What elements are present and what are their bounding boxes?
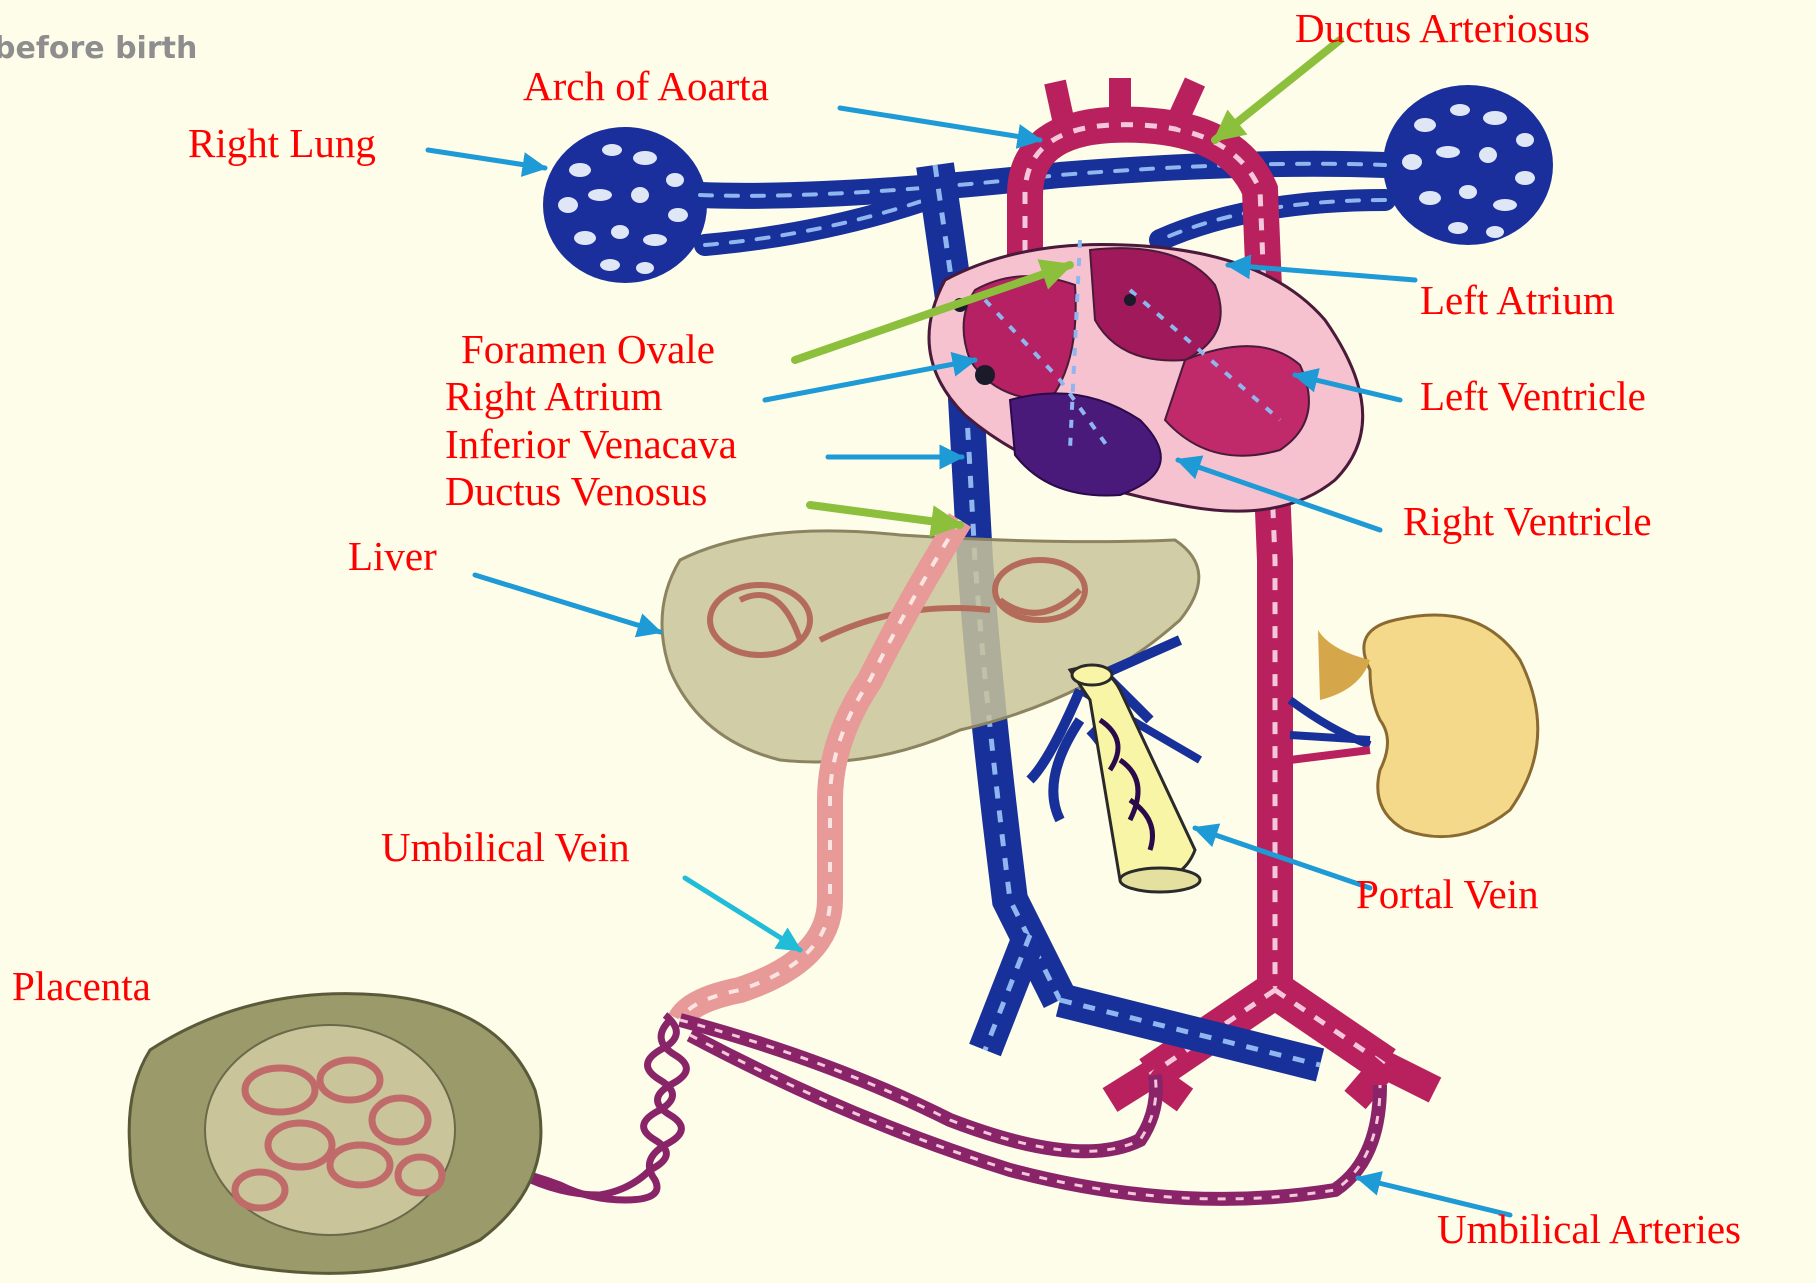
pointer-ductus-venosus: [810, 505, 960, 525]
label-right-lung: Right Lung: [188, 120, 376, 166]
label-umbilical-vein: Umbilical Vein: [381, 824, 630, 870]
label-right-ventricle: Right Ventricle: [1403, 498, 1652, 544]
label-inferior-venacava: Inferior Venacava: [445, 421, 737, 467]
label-ductus-arteriosus: Ductus Arteriosus: [1295, 5, 1590, 51]
before-birth-heading: before birth: [0, 31, 197, 66]
label-left-ventricle: Left Ventricle: [1420, 373, 1646, 419]
left-lung-illustration: [1383, 85, 1553, 245]
label-left-atrium: Left Atrium: [1420, 277, 1615, 323]
label-arch-of-aorta: Arch of Aoarta: [523, 63, 769, 109]
kidney-illustration: [1290, 615, 1538, 837]
placenta-illustration: [129, 994, 541, 1274]
pointer-ductus-arteriosus: [1215, 40, 1340, 140]
label-foramen-ovale: Foramen Ovale: [461, 326, 715, 372]
label-liver: Liver: [348, 533, 437, 579]
label-placenta: Placenta: [12, 963, 151, 1009]
label-portal-vein: Portal Vein: [1356, 871, 1539, 917]
right-lung-illustration: [543, 127, 707, 283]
label-right-atrium: Right Atrium: [445, 373, 663, 419]
label-ductus-venosus: Ductus Venosus: [445, 468, 707, 514]
pointer-liver: [475, 575, 660, 632]
pointer-arch-of-aorta: [840, 108, 1040, 140]
label-umbilical-arteries: Umbilical Arteries: [1437, 1206, 1741, 1252]
pointer-umbilical-vein: [685, 878, 800, 950]
pointer-right-lung: [428, 150, 545, 168]
